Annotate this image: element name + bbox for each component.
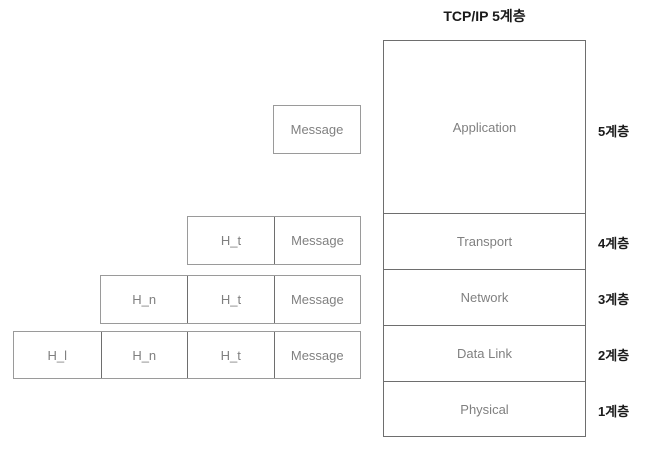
pdu-row-application: Message: [273, 105, 361, 154]
stack-layer-physical: Physical: [384, 381, 585, 436]
layer-tag-2: 2계층: [598, 348, 630, 363]
pdu-cell-message: Message: [273, 332, 361, 378]
stack-layer-transport: Transport: [384, 213, 585, 269]
pdu-cell-message: Message: [274, 217, 360, 264]
pdu-cell-h-t: H_t: [220, 233, 242, 248]
tcpip-stack: Application Transport Network Data Link …: [383, 40, 586, 437]
layer-tag-3: 3계층: [598, 292, 630, 307]
stack-layer-application: Application: [452, 119, 517, 135]
layer-tag-1: 1계층: [598, 404, 630, 419]
pdu-cell-message: Message: [273, 276, 360, 323]
pdu-row-network: H_n H_t Message: [100, 275, 361, 324]
pdu-row-transport: H_t Message: [187, 216, 361, 265]
layer-tag-4: 4계층: [598, 236, 630, 251]
stack-layer-datalink: Data Link: [384, 325, 585, 381]
pdu-row-datalink: H_l H_n H_t Message: [13, 331, 361, 379]
pdu-cell-h-l: H_l: [47, 347, 67, 363]
pdu-cell-h-t: H_t: [187, 332, 274, 378]
pdu-cell-message: Message: [290, 122, 344, 137]
layer-tag-5: 5계층: [598, 124, 630, 139]
pdu-cell-h-t: H_t: [187, 276, 273, 323]
page-title: TCP/IP 5계층: [443, 8, 526, 24]
pdu-cell-h-n: H_n: [132, 292, 157, 307]
pdu-cell-h-n: H_n: [100, 332, 188, 378]
stack-layer-network: Network: [384, 269, 585, 325]
